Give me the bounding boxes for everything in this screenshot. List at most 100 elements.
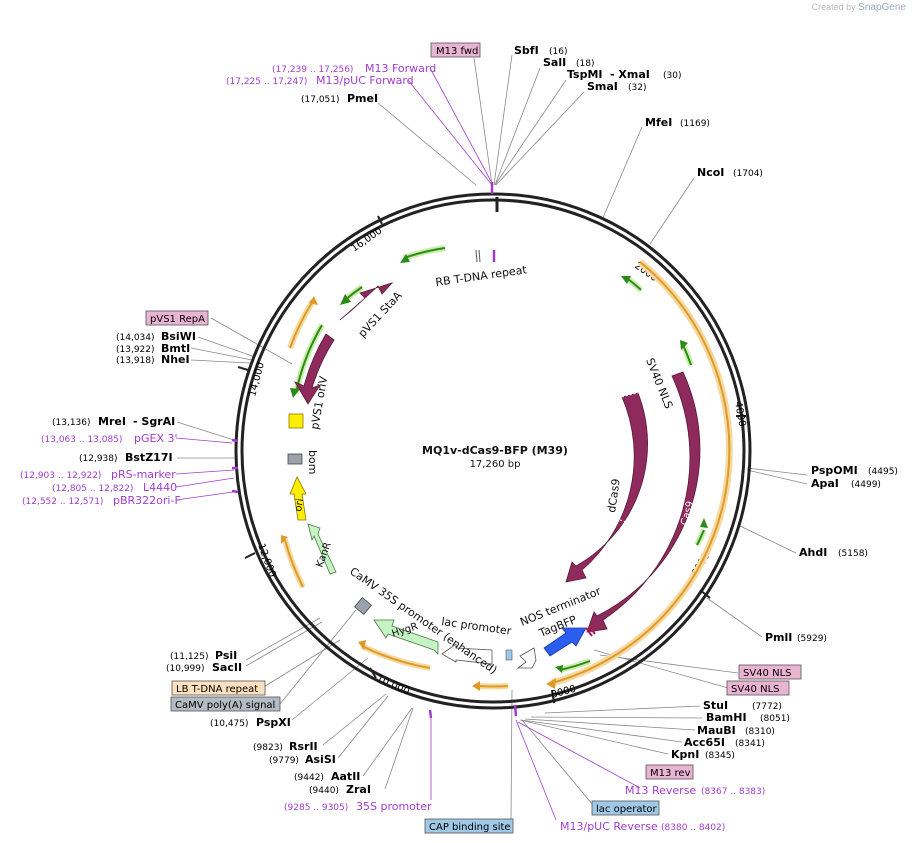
yellow-feature-mark <box>288 413 304 429</box>
cap-box <box>424 818 514 834</box>
bsiWI-label: BsiWI <box>161 330 196 343</box>
sv40nls-a-label: SV40 NLS <box>743 668 792 679</box>
kanr-arrow <box>307 523 337 575</box>
tick-4000: 4000 <box>732 401 747 428</box>
m13puc-pos: (17,225 .. 17,247) <box>226 77 307 87</box>
lbtdna-label: LB T-DNA repeat <box>176 684 258 695</box>
sv40nls-box-b <box>726 680 790 696</box>
bamHI-label: BamHI <box>706 711 747 724</box>
bamHI-pos: (8051) <box>760 714 790 724</box>
pbr-pos: (12,552 .. 12,571) <box>22 497 103 507</box>
m13fwd-label: M13 fwd <box>436 46 478 57</box>
lac-promoter-arrow <box>441 643 493 665</box>
rsrII-label: RsrII <box>289 740 318 753</box>
cas9-label: Cas9 <box>679 500 696 527</box>
lacop-box <box>591 800 660 816</box>
mauBI-pos: (8310) <box>745 727 775 737</box>
bsiWI-pos: (14,034) <box>116 333 155 343</box>
bstZ17I-label: BstZ17I <box>125 451 173 464</box>
pgex-label: pGEX 3' <box>134 432 178 445</box>
pspOMI-pos: (4495) <box>868 467 898 477</box>
prsmarker-pos: (12,903 .. 12,922) <box>20 471 101 481</box>
pgex-pos: (13,063 .. 13,085) <box>41 435 122 445</box>
m13forward-pos: (17,239 .. 17,256) <box>272 65 353 75</box>
rsrII-pos: (9823) <box>253 743 283 753</box>
asiSI-label: AsiSI <box>305 753 336 766</box>
rb-tdna-label: RB T-DNA repeat <box>435 263 529 289</box>
dcas9-label: dCas9 <box>605 478 623 514</box>
lbtdna-box <box>171 680 266 696</box>
zraI-pos: (9440) <box>309 786 339 796</box>
bstZ17I-pos: (12,938) <box>79 454 118 464</box>
m13pucrev-label: M13/pUC Reverse <box>560 820 658 833</box>
acc65I-pos: (8341) <box>735 739 765 749</box>
camvpolya-label: CaMV poly(A) signal <box>175 700 275 711</box>
m13pucrev-pos: (8380 .. 8402) <box>661 823 725 833</box>
salI-label: SalI <box>543 56 566 69</box>
camv-polya-mark <box>353 596 373 616</box>
ahdI-label: AhdI <box>799 546 827 559</box>
tick-10000: 10,000 <box>375 673 411 698</box>
ori-label: ori <box>293 498 306 513</box>
xmaI-label: - XmaI <box>610 68 650 81</box>
sv40nls-b-label: SV40 NLS <box>731 684 780 695</box>
tick-12000: 12,000 <box>255 542 277 579</box>
p35s-pos: (9285 .. 9305) <box>284 803 348 813</box>
psiI-label: PsiI <box>215 649 237 662</box>
ncoI-label: NcoI <box>697 166 724 179</box>
bmtI-label: BmtI <box>161 342 190 355</box>
stuI-pos: (7772) <box>752 702 782 712</box>
sv40-nls-inner-label: SV40 NLS <box>643 356 675 410</box>
snapgene-brand: SnapGene <box>858 2 906 13</box>
nos-terminator-arrow <box>516 647 537 669</box>
mfeI-label: MfeI <box>645 116 672 129</box>
green-track-arrows <box>290 245 708 673</box>
sbfI-label: SbfI <box>514 44 539 57</box>
lac-operator-mark <box>505 649 513 661</box>
acc65I-label: Acc65I <box>684 736 725 749</box>
sbfI-pos: (16) <box>549 47 567 57</box>
kpnI-pos: (8345) <box>705 751 735 761</box>
aatII-pos: (9442) <box>294 773 324 783</box>
sacII-label: SacII <box>212 661 242 674</box>
pmeI-pos: (17,051) <box>301 95 340 105</box>
apaI-label: ApaI <box>811 477 839 490</box>
primer-sites <box>231 182 518 719</box>
m13forward-label: M13 Forward <box>365 62 436 75</box>
pmlI-label: PmlI <box>765 631 792 644</box>
sv40nls-box-a <box>738 664 802 680</box>
snapgene-credit: Created by SnapGene <box>812 2 906 13</box>
pspXI-pos: (10,475) <box>210 719 249 729</box>
pbr-label: pBR322ori-F <box>113 494 181 507</box>
prsmarker-label: pRS-marker <box>111 468 176 481</box>
ncoI-pos: (1704) <box>733 169 763 179</box>
mauBI-label: MauBI <box>697 724 736 737</box>
plasmid-length: 17,260 bp <box>470 459 521 470</box>
pspXI-label: PspXI <box>256 716 291 729</box>
psiI-pos: (11,125) <box>170 652 209 662</box>
tspMI-pos: (30) <box>663 71 681 81</box>
pvs1repa-label: pVS1 RepA <box>150 314 205 325</box>
mreI-pos: (13,136) <box>52 418 91 428</box>
orange-track-arrows <box>281 296 509 691</box>
pspOMI-label: PspOMI <box>811 464 858 477</box>
nheI-label: NheI <box>161 353 190 366</box>
bom-label: bom <box>306 450 319 474</box>
bom-mark <box>287 453 303 465</box>
pvs1repa-box <box>145 310 209 326</box>
l4440-label: L4440 <box>143 481 177 494</box>
tagbfp-arrow <box>543 627 587 657</box>
m13rev-label: M13 rev <box>650 768 691 779</box>
asiSI-pos: (9779) <box>269 756 299 766</box>
hygr-arrow <box>373 619 439 655</box>
bmtI-pos: (13,922) <box>116 345 155 355</box>
m13reverse-label: M13 Reverse <box>625 784 696 797</box>
backbone-inner <box>240 198 746 704</box>
sacII-pos: (10,999) <box>166 664 205 674</box>
nheI-pos: (13,918) <box>116 356 155 366</box>
cap-label: CAP binding site <box>429 822 511 833</box>
cas9-outer-arc <box>551 261 731 684</box>
plasmid-name: MQ1v-dCas9-BFP (M39) <box>422 444 568 457</box>
lacop-label: lac operator <box>596 804 657 815</box>
